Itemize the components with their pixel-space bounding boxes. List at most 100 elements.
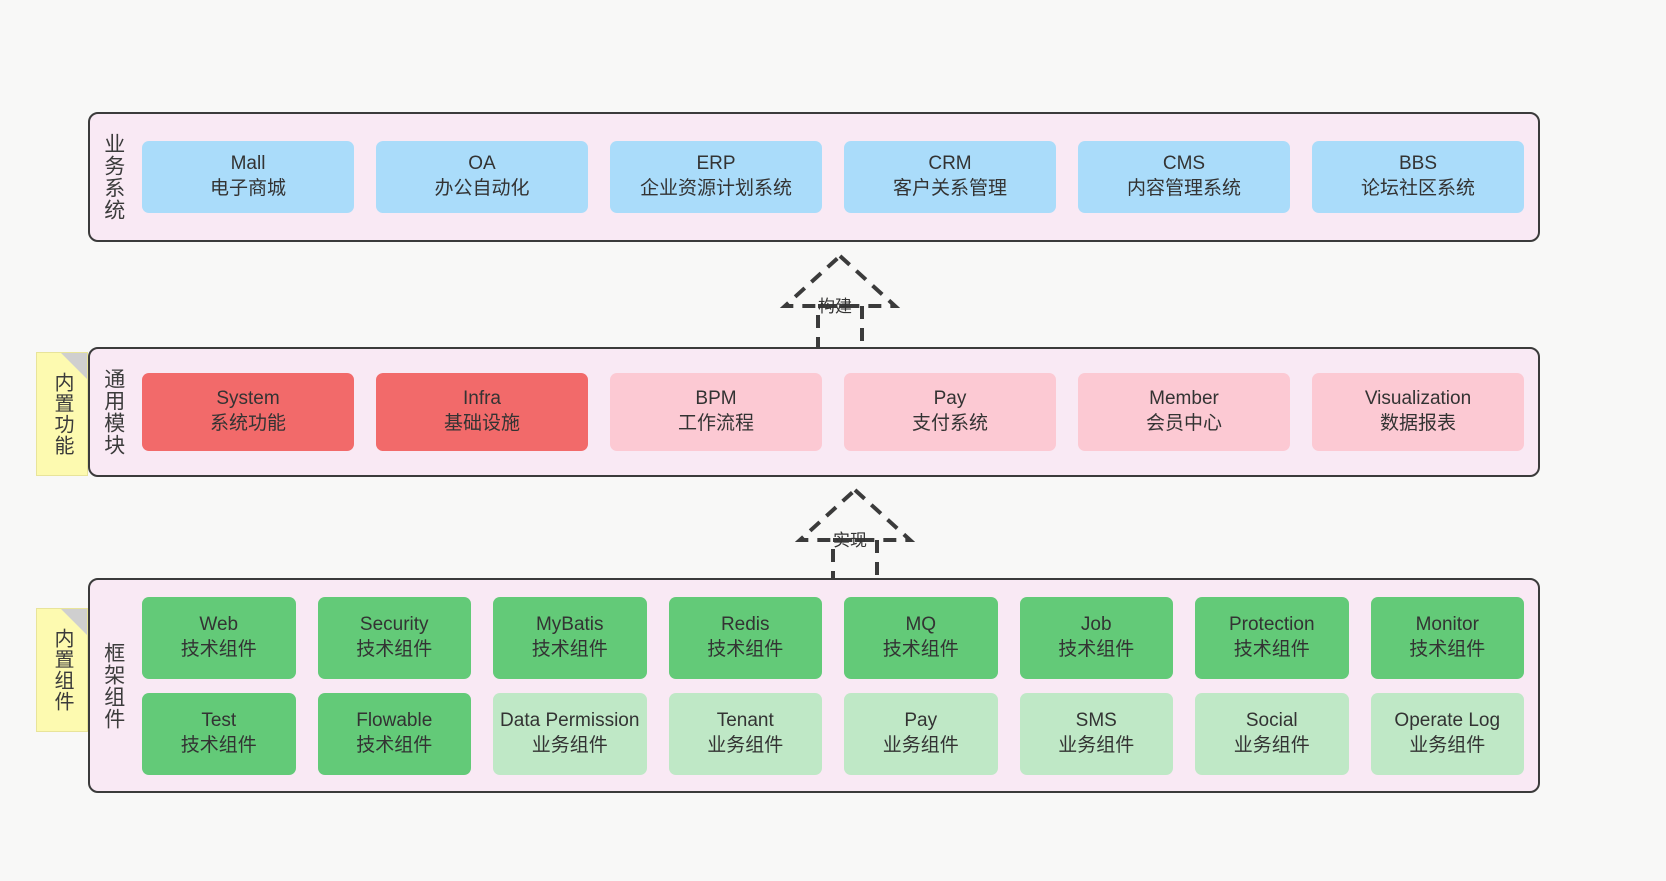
card-title: BBS — [1398, 153, 1438, 175]
layer-common-module: 通用模块 System 系统功能 Infra 基础设施 BPM 工作流程 Pay… — [88, 347, 1540, 477]
card-title: Job — [1080, 613, 1112, 635]
card-subtitle: 系统功能 — [209, 413, 286, 434]
card-subtitle: 基础设施 — [443, 413, 520, 434]
card-title: Test — [201, 709, 237, 731]
card-title: Member — [1149, 388, 1219, 410]
arrow-implement-icon — [794, 487, 916, 586]
card-row: Test 技术组件 Flowable 技术组件 Data Permission … — [142, 692, 1524, 775]
card-subtitle: 技术组件 — [180, 734, 257, 756]
layer-title-business-system: 业务系统 — [101, 133, 125, 221]
card-title: Pay — [904, 709, 938, 731]
card-redis[interactable]: Redis 技术组件 — [668, 596, 822, 679]
card-title: Web — [199, 613, 239, 635]
card-title: Social — [1245, 709, 1298, 731]
layer-body-framework-component: Web 技术组件 Security 技术组件 MyBatis 技术组件 Redi… — [136, 580, 1538, 791]
card-subtitle: 技术组件 — [1233, 638, 1310, 660]
card-title: CRM — [928, 153, 972, 175]
layer-title-framework-component: 框架组件 — [101, 641, 125, 730]
card-sms[interactable]: SMS 业务组件 — [1019, 692, 1173, 775]
arrow-build: 构建 — [740, 248, 940, 353]
card-subtitle: 技术组件 — [356, 734, 433, 756]
card-data-permission[interactable]: Data Permission 业务组件 — [493, 692, 647, 775]
note-builtin-component: 内置组件 — [36, 608, 88, 732]
card-row: System 系统功能 Infra 基础设施 BPM 工作流程 Pay 支付系统… — [142, 373, 1524, 451]
card-subtitle: 技术组件 — [356, 638, 433, 660]
note-label: 内置组件 — [51, 628, 73, 712]
note-builtin-function: 内置功能 — [36, 352, 88, 476]
card-oa[interactable]: OA 办公自动化 — [376, 141, 588, 213]
card-monitor[interactable]: Monitor 技术组件 — [1370, 596, 1524, 679]
card-subtitle: 内容管理系统 — [1126, 178, 1241, 199]
card-crm[interactable]: CRM 客户关系管理 — [844, 141, 1056, 213]
card-title: Visualization — [1364, 388, 1472, 410]
card-subtitle: 业务组件 — [1233, 734, 1310, 756]
card-subtitle: 业务组件 — [531, 734, 608, 756]
card-title: MQ — [905, 613, 937, 635]
arrow-build-label: 构建 — [818, 297, 852, 316]
card-title: CMS — [1162, 153, 1206, 175]
card-bpm[interactable]: BPM 工作流程 — [610, 373, 822, 451]
card-subtitle: 支付系统 — [911, 413, 988, 434]
card-job[interactable]: Job 技术组件 — [1019, 596, 1173, 679]
card-title: System — [216, 388, 280, 410]
card-title: Flowable — [356, 709, 433, 731]
card-member[interactable]: Member 会员中心 — [1078, 373, 1290, 451]
card-security[interactable]: Security 技术组件 — [317, 596, 471, 679]
card-title: Pay — [933, 388, 967, 410]
card-infra[interactable]: Infra 基础设施 — [376, 373, 588, 451]
card-cms[interactable]: CMS 内容管理系统 — [1078, 141, 1290, 213]
card-subtitle: 电子商城 — [209, 178, 286, 199]
card-test[interactable]: Test 技术组件 — [142, 692, 296, 775]
card-subtitle: 客户关系管理 — [892, 178, 1007, 199]
card-title: BPM — [695, 388, 737, 410]
card-title: Mall — [230, 153, 266, 175]
card-operate-log[interactable]: Operate Log 业务组件 — [1370, 692, 1524, 775]
card-flowable[interactable]: Flowable 技术组件 — [317, 692, 471, 775]
card-subtitle: 技术组件 — [180, 638, 257, 660]
card-subtitle: 业务组件 — [707, 734, 784, 756]
card-pay[interactable]: Pay 支付系统 — [844, 373, 1056, 451]
layer-business-system: 业务系统 Mall 电子商城 OA 办公自动化 ERP 企业资源计划系统 CRM… — [88, 112, 1540, 242]
card-erp[interactable]: ERP 企业资源计划系统 — [610, 141, 822, 213]
note-fold-corner-icon — [61, 609, 87, 635]
card-title: Operate Log — [1394, 709, 1501, 731]
card-title: Protection — [1228, 613, 1315, 635]
card-row: Mall 电子商城 OA 办公自动化 ERP 企业资源计划系统 CRM 客户关系… — [142, 141, 1524, 213]
card-tenant[interactable]: Tenant 业务组件 — [668, 692, 822, 775]
arrow-implement: 实现 — [755, 482, 955, 587]
arrow-implement-label: 实现 — [833, 531, 867, 550]
card-title: OA — [468, 153, 496, 175]
card-mall[interactable]: Mall 电子商城 — [142, 141, 354, 213]
card-title: SMS — [1075, 709, 1117, 731]
card-subtitle: 论坛社区系统 — [1360, 178, 1475, 199]
card-subtitle: 办公自动化 — [434, 178, 530, 199]
card-title: ERP — [696, 153, 736, 175]
card-title: Redis — [720, 613, 770, 635]
card-subtitle: 会员中心 — [1145, 413, 1222, 434]
card-system[interactable]: System 系统功能 — [142, 373, 354, 451]
layer-framework-component: 框架组件 Web 技术组件 Security 技术组件 MyBatis 技术组件… — [88, 578, 1540, 793]
layer-title-common-module: 通用模块 — [101, 368, 125, 456]
card-pay-biz[interactable]: Pay 业务组件 — [844, 692, 998, 775]
card-bbs[interactable]: BBS 论坛社区系统 — [1312, 141, 1524, 213]
card-visualization[interactable]: Visualization 数据报表 — [1312, 373, 1524, 451]
card-subtitle: 技术组件 — [531, 638, 608, 660]
card-subtitle: 工作流程 — [677, 413, 754, 434]
card-subtitle: 技术组件 — [1409, 638, 1486, 660]
card-social[interactable]: Social 业务组件 — [1195, 692, 1349, 775]
card-mybatis[interactable]: MyBatis 技术组件 — [493, 596, 647, 679]
card-subtitle: 业务组件 — [882, 734, 959, 756]
arrow-build-icon — [779, 253, 901, 352]
card-mq[interactable]: MQ 技术组件 — [844, 596, 998, 679]
note-fold-corner-icon — [61, 353, 87, 379]
card-protection[interactable]: Protection 技术组件 — [1195, 596, 1349, 679]
card-title: Infra — [462, 388, 502, 410]
card-subtitle: 数据报表 — [1379, 413, 1456, 434]
card-subtitle: 技术组件 — [1058, 638, 1135, 660]
card-title: MyBatis — [535, 613, 604, 635]
card-subtitle: 企业资源计划系统 — [639, 178, 792, 199]
card-subtitle: 技术组件 — [882, 638, 959, 660]
card-web[interactable]: Web 技术组件 — [142, 596, 296, 679]
layer-body-common-module: System 系统功能 Infra 基础设施 BPM 工作流程 Pay 支付系统… — [136, 349, 1538, 475]
